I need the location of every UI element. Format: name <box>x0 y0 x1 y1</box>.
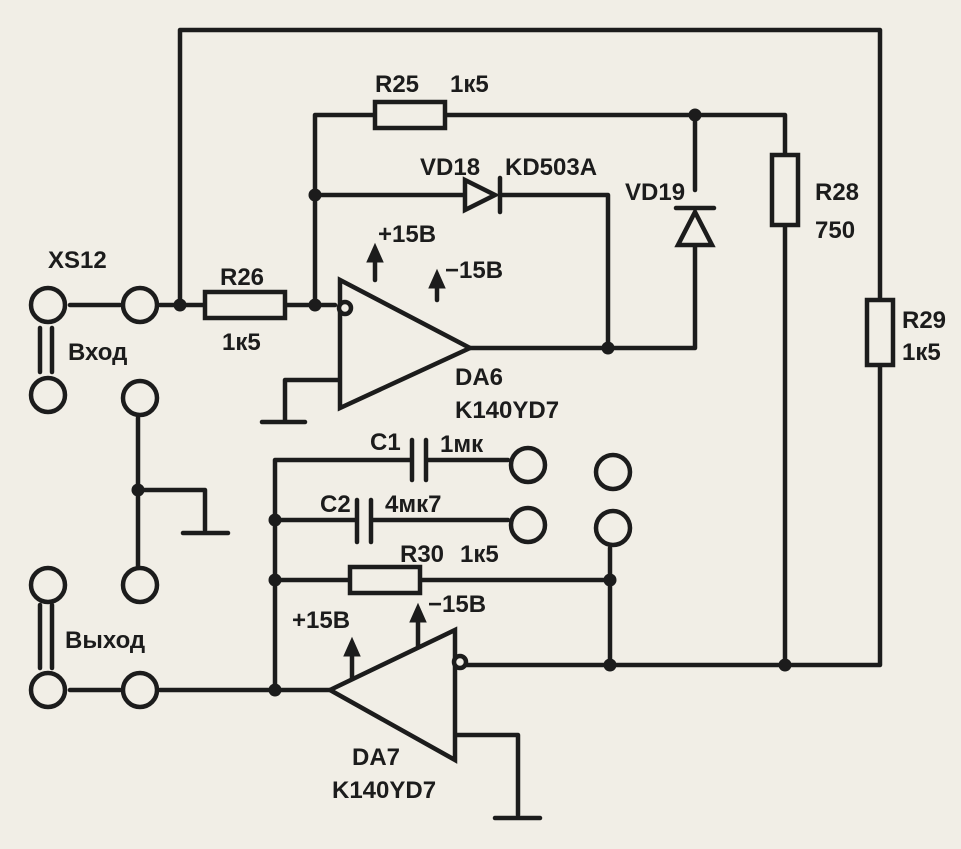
da6-vplus-arrow-icon <box>366 242 384 263</box>
da6-inverting-input <box>336 299 354 317</box>
jack-r30-terminal-top <box>593 452 633 492</box>
input-label: Вход <box>68 339 127 366</box>
r26-ref-label: R26 <box>220 264 264 291</box>
da6-vminus-arrow-icon <box>428 268 446 289</box>
resistor-r29 <box>864 297 896 368</box>
r30-value-label: 1к5 <box>460 541 499 568</box>
r29-ref-label: R29 <box>902 307 946 334</box>
c1-value-label: 1мк <box>440 431 484 458</box>
opamp-da7-icon <box>325 626 458 764</box>
da6-type-label: K140YD7 <box>455 397 559 424</box>
da7-vminus-label: −15B <box>428 591 486 618</box>
da7-vplus-label: +15B <box>292 607 350 634</box>
r26-value-label: 1к5 <box>222 329 261 356</box>
jack-c1-terminal <box>508 445 548 485</box>
r29-value-label: 1к5 <box>902 339 941 366</box>
opamp-da6-icon <box>337 276 476 412</box>
vd18-ref-label: VD18 <box>420 154 480 181</box>
vd18-type-label: KD503A <box>505 154 597 181</box>
wires <box>37 27 883 821</box>
jack-input-1 <box>28 285 68 325</box>
resistor-r25 <box>372 99 448 131</box>
resistor-r30 <box>347 564 423 596</box>
da6-vplus-label: +15B <box>378 221 436 248</box>
output-label: Выход <box>65 627 145 654</box>
da7-output-bubble <box>451 653 469 671</box>
jack-r30-terminal-bottom <box>593 508 633 548</box>
jack-output-4 <box>120 670 160 710</box>
jack-input-2 <box>120 285 160 325</box>
vd19-ref-label: VD19 <box>625 179 685 206</box>
junctions <box>131 108 792 697</box>
resistor-r26 <box>202 289 288 321</box>
jacks <box>28 285 633 710</box>
jack-c2-terminal <box>508 505 548 545</box>
r30-ref-label: R30 <box>400 541 444 568</box>
power-arrows <box>343 242 446 657</box>
c2-value-label: 4мк7 <box>385 491 441 518</box>
diode-vd18-icon <box>462 175 503 215</box>
connector-ref-label: XS12 <box>48 247 107 274</box>
jack-input-4 <box>120 378 160 418</box>
r28-value-label: 750 <box>815 217 855 244</box>
da6-ref-label: DA6 <box>455 364 503 391</box>
jack-output-2 <box>120 565 160 605</box>
r25-ref-label: R25 <box>375 71 419 98</box>
jack-output-3 <box>28 670 68 710</box>
r28-ref-label: R28 <box>815 179 859 206</box>
c1-ref-label: C1 <box>370 429 401 456</box>
c2-ref-label: C2 <box>320 491 351 518</box>
labels: XS12 Вход Выход R25 1к5 R26 1к5 R28 750 … <box>48 71 946 804</box>
da6-vminus-label: −15B <box>445 257 503 284</box>
capacitor-c2-icon <box>354 497 374 545</box>
da7-ref-label: DA7 <box>352 744 400 771</box>
resistor-r28 <box>769 152 801 228</box>
da7-vplus-arrow-icon <box>343 636 361 657</box>
da7-type-label: K140YD7 <box>332 777 436 804</box>
capacitor-c1-icon <box>409 437 429 483</box>
r25-value-label: 1к5 <box>450 71 489 98</box>
jack-output-1 <box>28 565 68 605</box>
da7-vminus-arrow-icon <box>409 602 427 623</box>
diode-vd19-icon <box>673 205 717 248</box>
jack-input-3 <box>28 375 68 415</box>
